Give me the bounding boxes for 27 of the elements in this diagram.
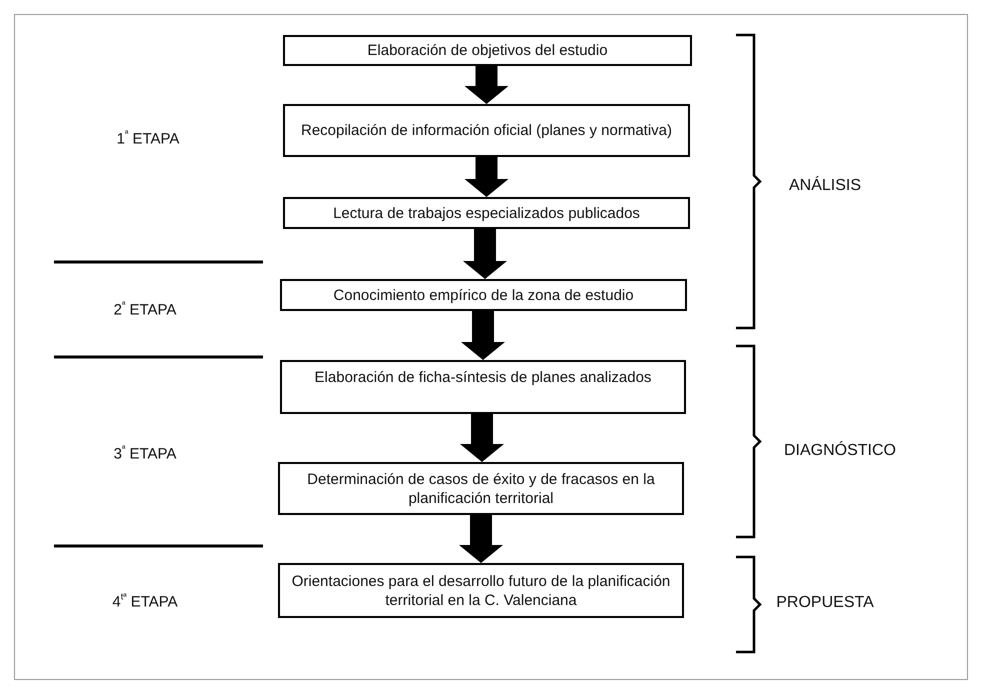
process-box [278,462,684,515]
process-box [278,563,684,618]
stage-label: 2$^{ª}$ ETAPA [114,302,176,318]
step-text: Elaboración de ficha-síntesis de planes analizados [314,368,652,387]
process-box [280,360,686,414]
block-arrow [464,66,508,104]
phase-label: DIAGNÓSTICO [784,442,896,460]
block-arrow [460,414,504,462]
step-text: Determinación de casos de éxito y de fracasos en la planificación territorial [306,470,656,508]
block-arrow [464,157,508,197]
process-box [280,279,687,311]
stage-label: 4$^{tª}$ ETAPA [112,594,178,610]
stage-label: 3$^{ª}$ ETAPA [114,446,176,462]
process-box [283,197,690,229]
block-arrow [459,515,503,563]
step-text: Lectura de trabajos especializados publicados [333,204,640,222]
block-arrow [463,229,507,279]
phase-label: ANÁLISIS [788,177,862,195]
process-box [283,35,692,66]
step-text: Orientaciones para el desarrollo futuro de la planificación territorial en la C. Valenciana [290,572,672,610]
phase-label: PROPUESTA [776,594,874,612]
stage-label: 1$^{ª}$ ETAPA [116,130,180,148]
step-text: Conocimiento empírico de la zona de estudio [333,286,634,304]
process-box [283,104,690,157]
block-arrow [461,311,505,360]
step-text: Recopilación de información oficial (planes y normativa) [300,121,672,140]
step-text: Elaboración de objetivos del estudio [367,41,608,60]
